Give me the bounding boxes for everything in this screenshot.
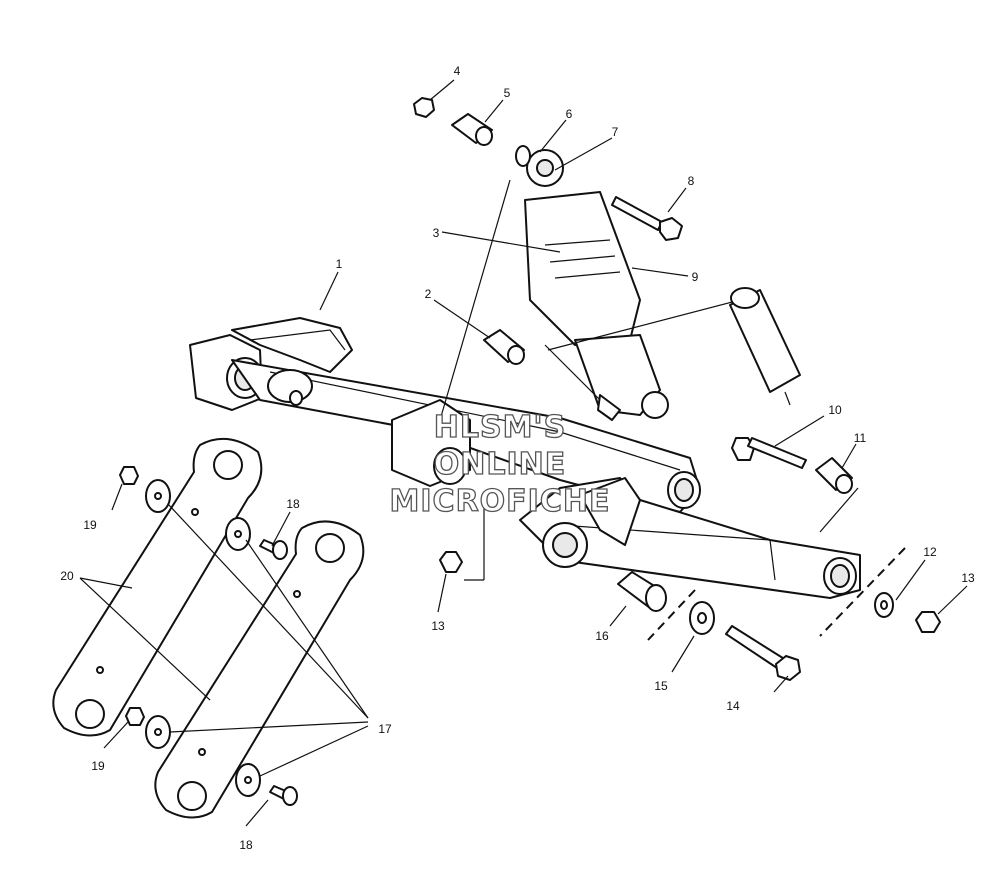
watermark-line-3: MICROFICHE (390, 484, 611, 519)
dashed-line-center (647, 589, 696, 641)
watermark: HLSM'S ONLINE MICROFICHE (389, 409, 611, 519)
lower-arm-part (519, 477, 861, 599)
bolt-18-bottom (269, 785, 298, 806)
bolt-10 (731, 437, 807, 469)
link-20-left (52, 437, 263, 737)
callout-12: 12 (923, 545, 937, 559)
sleeve-16 (617, 571, 667, 612)
callout-11: 11 (854, 431, 867, 445)
washer-15 (689, 601, 715, 635)
washer-12 (874, 592, 894, 618)
washer-17-c (145, 715, 171, 749)
bolt-8 (611, 196, 683, 241)
callout-6: 6 (566, 107, 573, 121)
callout-19-bottom: 19 (91, 759, 105, 773)
washer-17-d (235, 763, 261, 797)
callout-3: 3 (433, 226, 440, 240)
shock-absorber-part (524, 149, 669, 421)
callout-13-right: 13 (961, 571, 975, 585)
nut-19-top (119, 466, 139, 485)
nut-13-right (915, 611, 941, 633)
reservoir-part (544, 287, 801, 406)
dashed-line-right (819, 547, 906, 637)
sleeve-11 (815, 457, 853, 494)
bushing-2 (483, 329, 525, 365)
callout-18-bottom: 18 (239, 838, 253, 852)
watermark-line-2: ONLINE (434, 447, 567, 482)
callout-16: 16 (595, 629, 609, 643)
washer-17-a (145, 479, 171, 513)
washer-6 (515, 145, 531, 167)
bolt-18-top (259, 539, 288, 560)
callout-10: 10 (828, 403, 842, 417)
callout-4: 4 (454, 64, 461, 78)
callout-14: 14 (726, 699, 740, 713)
callout-1: 1 (336, 257, 343, 271)
callout-7: 7 (612, 125, 619, 139)
callout-5: 5 (504, 86, 511, 100)
callout-20: 20 (60, 569, 74, 583)
leader-lines (79, 79, 968, 827)
washer-17-b (225, 517, 251, 551)
callout-8: 8 (688, 174, 695, 188)
nut-13-center (439, 551, 463, 573)
callout-9: 9 (692, 270, 699, 284)
nut-19-bottom (125, 707, 145, 726)
callout-18-top: 18 (286, 497, 300, 511)
callout-2: 2 (425, 287, 432, 301)
link-20-right (154, 520, 365, 819)
callout-17: 17 (378, 722, 392, 736)
watermark-line-1: HLSM'S (434, 410, 566, 445)
callout-19-top: 19 (83, 518, 97, 532)
sleeve-5 (451, 113, 493, 146)
nut-4 (413, 97, 435, 118)
callout-15: 15 (654, 679, 668, 693)
bolt-14 (725, 625, 801, 681)
callout-13-center: 13 (431, 619, 445, 633)
